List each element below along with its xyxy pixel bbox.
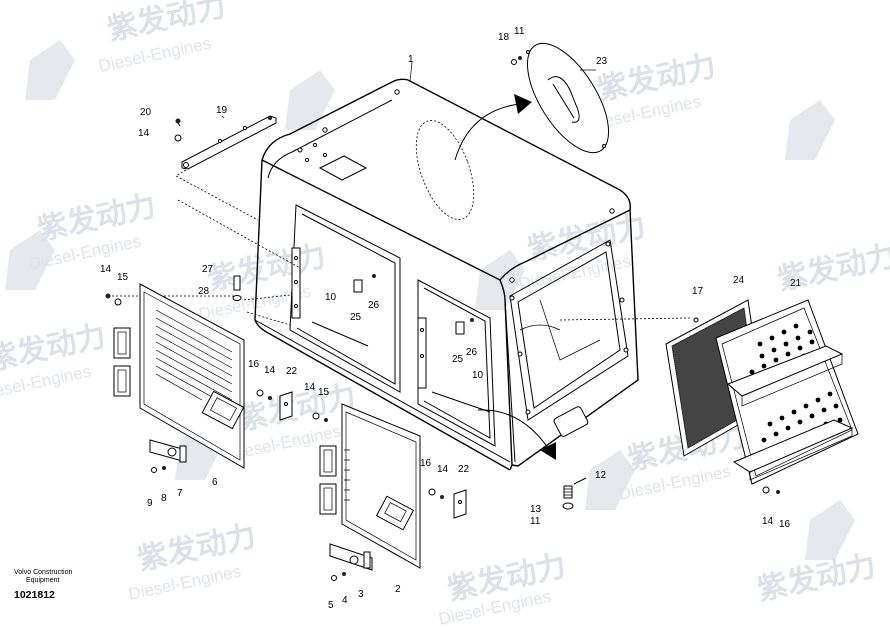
washer-icon bbox=[174, 134, 182, 142]
callout-label: 14 bbox=[138, 128, 150, 139]
callout-label: 14 bbox=[304, 382, 316, 393]
callout-label: 17 bbox=[692, 286, 704, 297]
callout-label: 6 bbox=[212, 477, 218, 488]
callout-label: 10 bbox=[472, 370, 484, 381]
callout-label: 16 bbox=[779, 519, 791, 530]
bolt-icon bbox=[331, 575, 337, 581]
watermark-cn: 紫发动力 bbox=[205, 240, 329, 297]
callout-label: 28 bbox=[198, 286, 210, 297]
washer-icon bbox=[105, 293, 111, 299]
roof-hatch-cover bbox=[511, 42, 610, 154]
watermark-cn: 紫发动力 bbox=[135, 520, 259, 577]
watermark-cn: 紫发动力 bbox=[595, 50, 719, 107]
callout-label: 25 bbox=[452, 354, 464, 365]
bolt-icon bbox=[762, 486, 770, 494]
callout-label: 9 bbox=[147, 498, 153, 509]
latch-assembly bbox=[329, 543, 373, 581]
rail-bracket bbox=[174, 115, 277, 170]
callout-label: 7 bbox=[177, 488, 183, 499]
callout-label: 16 bbox=[248, 359, 260, 370]
callout-labels: 1 2 3 4 5 6 7 8 9 10 10 11 11 12 13 14 1… bbox=[100, 26, 802, 611]
bolt-icon bbox=[151, 467, 157, 473]
bolt-icon bbox=[312, 412, 320, 420]
bracket-hardware bbox=[428, 488, 467, 519]
callout-label: 25 bbox=[350, 312, 362, 323]
vent-slots bbox=[155, 309, 233, 409]
callout-label: 19 bbox=[216, 105, 228, 116]
callout-label: 12 bbox=[595, 470, 607, 481]
caption-line1: Volvo Construction bbox=[14, 569, 72, 576]
callout-label: 14 bbox=[437, 464, 449, 475]
callout-label: 4 bbox=[342, 595, 348, 606]
caption-line2: Equipment bbox=[26, 577, 60, 584]
step-grille bbox=[715, 299, 859, 494]
latch-pin-icon bbox=[353, 274, 474, 335]
callout-label: 15 bbox=[117, 272, 129, 283]
callout-label: 22 bbox=[458, 464, 470, 475]
arrow-to-fasteners bbox=[477, 409, 549, 449]
drawing-number: 1021812 bbox=[14, 589, 55, 601]
washer-icon bbox=[518, 56, 522, 60]
callout-label: 23 bbox=[596, 56, 608, 67]
watermark-cn: 紫发动力 bbox=[105, 0, 229, 47]
arrow-roof-to-hatch bbox=[454, 103, 521, 161]
callout-label: 16 bbox=[420, 458, 432, 469]
mounting-holes bbox=[297, 89, 629, 415]
callout-label: 14 bbox=[762, 516, 774, 527]
callout-label: 2 bbox=[395, 584, 401, 595]
washer-icon bbox=[776, 490, 780, 494]
callout-label: 11 bbox=[530, 516, 541, 527]
callout-label: 27 bbox=[202, 264, 214, 275]
callout-label: 14 bbox=[100, 264, 112, 275]
leader-lines bbox=[112, 61, 691, 326]
washer-icon bbox=[162, 466, 166, 470]
callout-label: 14 bbox=[264, 365, 276, 376]
callout-label: 20 bbox=[140, 107, 152, 118]
callout-label: 3 bbox=[358, 589, 364, 600]
callout-label: 15 bbox=[318, 387, 330, 398]
middle-door-panel bbox=[319, 403, 421, 569]
callout-label: 10 bbox=[325, 292, 337, 303]
caption-block: Volvo Construction Equipment 1021812 bbox=[14, 569, 72, 601]
callout-label: 11 bbox=[514, 26, 525, 37]
callout-label: 24 bbox=[733, 275, 745, 286]
watermark-cn: 紫发动力 bbox=[35, 190, 159, 247]
bolt-icon bbox=[511, 59, 517, 65]
canopy-housing bbox=[254, 78, 639, 471]
callout-label: 26 bbox=[466, 347, 478, 358]
left-door-panel bbox=[113, 283, 245, 469]
callout-label: 18 bbox=[498, 32, 510, 43]
callout-label: 26 bbox=[368, 300, 380, 311]
watermark-cn: 紫发动力 bbox=[235, 380, 359, 437]
washer-icon bbox=[342, 572, 346, 576]
bolt-icon bbox=[114, 298, 122, 306]
watermark-logo-icon bbox=[5, 40, 855, 560]
washer-icon bbox=[324, 418, 328, 422]
bolt-icon bbox=[175, 118, 181, 124]
callout-label: 13 bbox=[530, 504, 542, 515]
callout-label: 1 bbox=[408, 54, 414, 65]
callout-label: 5 bbox=[328, 600, 334, 611]
fastener-set bbox=[562, 477, 587, 510]
callout-label: 22 bbox=[286, 366, 298, 377]
bolt-27-28 bbox=[232, 275, 242, 301]
latch-assembly bbox=[149, 439, 187, 473]
bracket-hardware bbox=[256, 389, 293, 421]
callout-label: 8 bbox=[161, 493, 167, 504]
callout-label: 21 bbox=[790, 278, 802, 289]
